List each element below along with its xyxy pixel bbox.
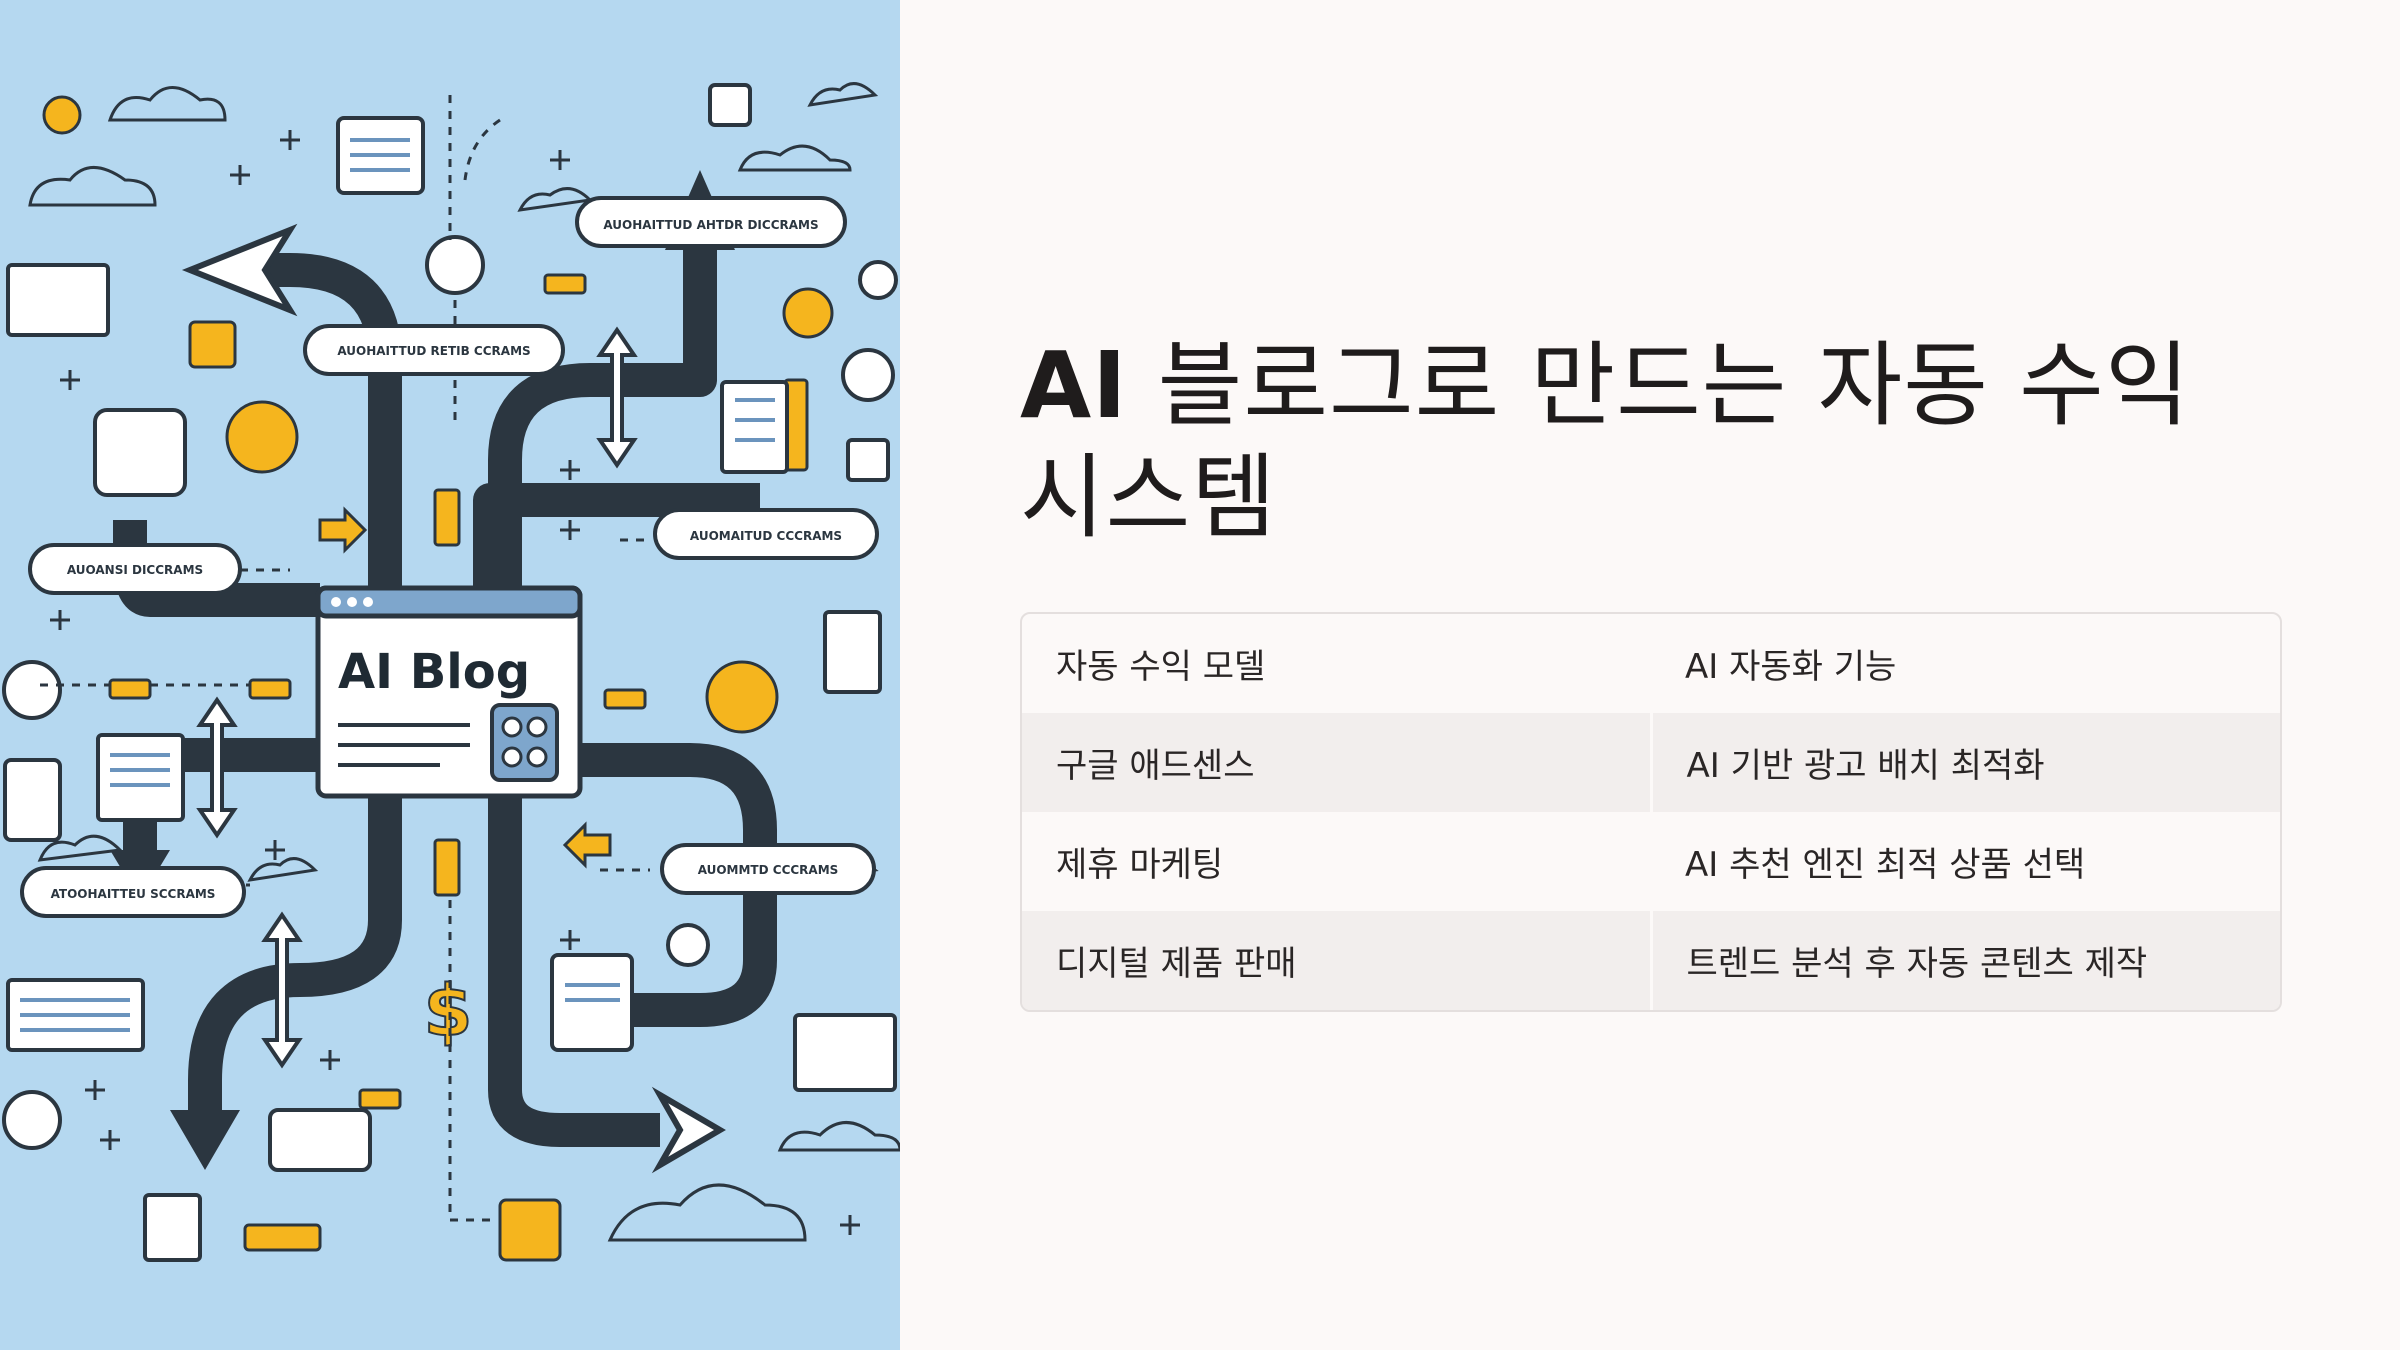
table-row: 구글 애드센스 AI 기반 광고 배치 최적화 <box>1022 713 2280 812</box>
title-rest: 블로그로 만드는 자동 수익 시스템 <box>1020 332 2191 551</box>
bubble-text: AUOMMTD CCCRAMS <box>698 863 839 877</box>
table-cell: 트렌드 분석 후 자동 콘텐츠 제작 <box>1686 944 2148 984</box>
label-bubble: AUOANSI DICCRAMS <box>28 543 242 595</box>
label-bubble: AUOMAITUD CCCRAMS <box>653 508 879 560</box>
ai-blog-label: AI Blog <box>338 644 530 700</box>
ai-blog-window: AI Blog <box>315 585 583 799</box>
table-cell: 디지털 제품 판매 <box>1022 911 1653 1010</box>
page-title: AI 블로그로 만드는 자동 수익 시스템 <box>1020 330 2280 554</box>
table-header-cell: 자동 수익 모델 <box>1056 647 1266 687</box>
ai-blog-diagram: $ <box>2 82 900 1262</box>
arrow-heads <box>181 223 726 1174</box>
table-cell: 제휴 마케팅 <box>1056 845 1224 885</box>
label-bubble: AUOHAITTUD AHTDR DICCRAMS <box>575 196 847 248</box>
double-arrows <box>196 326 638 1069</box>
bubble-text: AUOANSI DICCRAMS <box>67 563 203 577</box>
revenue-model-table: 자동 수익 모델 AI 자동화 기능 구글 애드센스 AI 기반 광고 배치 최… <box>1020 612 2282 1012</box>
table-row: 디지털 제품 판매 트렌드 분석 후 자동 콘텐츠 제작 <box>1022 911 2280 1010</box>
table-header-row: 자동 수익 모델 AI 자동화 기능 <box>1022 614 2280 713</box>
table-cell: 구글 애드센스 <box>1022 713 1653 812</box>
label-bubble: ATOOHAITTEU SCCRAMS <box>20 866 246 918</box>
title-ai: AI <box>1020 332 1128 439</box>
illustration-panel: $ <box>0 0 900 1350</box>
label-bubble: AUOHAITTUD RETIB CCRAMS <box>303 324 565 376</box>
yellow-accents <box>42 95 834 1262</box>
document-lines <box>20 138 775 1032</box>
bubble-text: AUOMAITUD CCCRAMS <box>690 529 842 543</box>
sparkle-marks <box>50 130 860 1235</box>
bubble-text: ATOOHAITTEU SCCRAMS <box>51 887 216 901</box>
table-row: 제휴 마케팅 AI 추천 엔진 최적 상품 선택 <box>1022 812 2280 911</box>
dollar-icon: $ <box>424 970 473 1052</box>
label-bubbles: AUOHAITTUD AHTDR DICCRAMS AUOHAITTUD RET… <box>20 196 879 918</box>
table-header-cell: AI 자동화 기능 <box>1685 647 1897 687</box>
label-bubble: AUOMMTD CCCRAMS <box>660 843 876 895</box>
bubble-text: AUOHAITTUD RETIB CCRAMS <box>337 344 530 358</box>
table-cell: AI 추천 엔진 최적 상품 선택 <box>1685 845 2086 885</box>
content-panel: AI 블로그로 만드는 자동 수익 시스템 자동 수익 모델 AI 자동화 기능… <box>1020 330 2282 1012</box>
bubble-text: AUOHAITTUD AHTDR DICCRAMS <box>603 218 818 232</box>
table-cell: AI 기반 광고 배치 최적화 <box>1686 746 2045 786</box>
